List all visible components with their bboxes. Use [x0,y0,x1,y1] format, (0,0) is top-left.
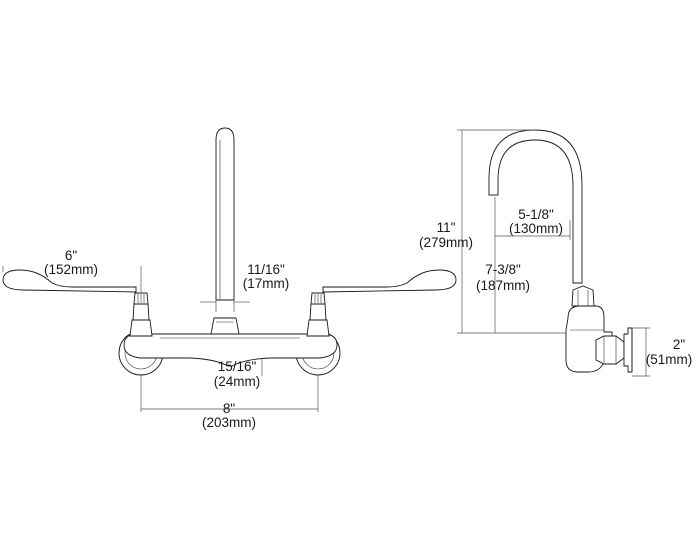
dim-handle-length: 6" (152mm) [2,248,142,292]
dim-outlet-height-imperial: 7-3/8" [485,262,521,277]
dim-handle-length-imperial: 6" [65,248,78,263]
valve-body [123,333,338,367]
dim-centers-metric: (203mm) [202,415,256,430]
dim-overall-height-metric: (279mm) [419,235,473,250]
dim-overall-height: 11" (279mm) [419,129,566,334]
side-spout-nut [571,285,595,307]
side-view: 11" (279mm) 5-1/8" (130mm) 7-3/8" (187mm… [419,129,693,377]
dim-spout-diameter-imperial: 11/16" [247,262,285,277]
gooseneck-spout [215,127,235,301]
dim-spout-diameter-metric: (17mm) [243,276,290,291]
dim-spout-reach-metric: (130mm) [509,221,563,236]
spout-collar [210,317,240,335]
left-wristblade-handle [2,269,137,293]
dim-outlet-offset: 15/16" (24mm) [214,358,263,389]
dim-wall-offset-metric: (51mm) [646,352,693,367]
right-wristblade-handle [322,269,457,293]
dim-outlet-offset-imperial: 15/16" [218,359,257,374]
dim-outlet-offset-metric: (24mm) [214,374,261,389]
gooseneck-side-profile [488,129,583,284]
dim-spout-diameter: 11/16" (17mm) [200,262,289,312]
dim-wall-offset-imperial: 2" [673,337,686,352]
dim-outlet-height-metric: (187mm) [476,278,530,293]
dim-centers: 8" (203mm) [140,375,319,430]
dim-spout-reach: 5-1/8" (130mm) [494,197,571,240]
dim-handle-length-metric: (152mm) [44,262,98,277]
dim-wall-offset: 2" (51mm) [632,327,693,377]
side-wall-flange [623,327,633,373]
side-hex-union [595,335,625,365]
dim-centers-imperial: 8" [223,401,236,416]
front-view: ELKAY 6" [2,127,457,430]
dim-overall-height-imperial: 11" [437,220,456,235]
dim-outlet-height: 7-3/8" (187mm) [476,240,530,333]
dim-spout-reach-imperial: 5-1/8" [518,207,554,222]
